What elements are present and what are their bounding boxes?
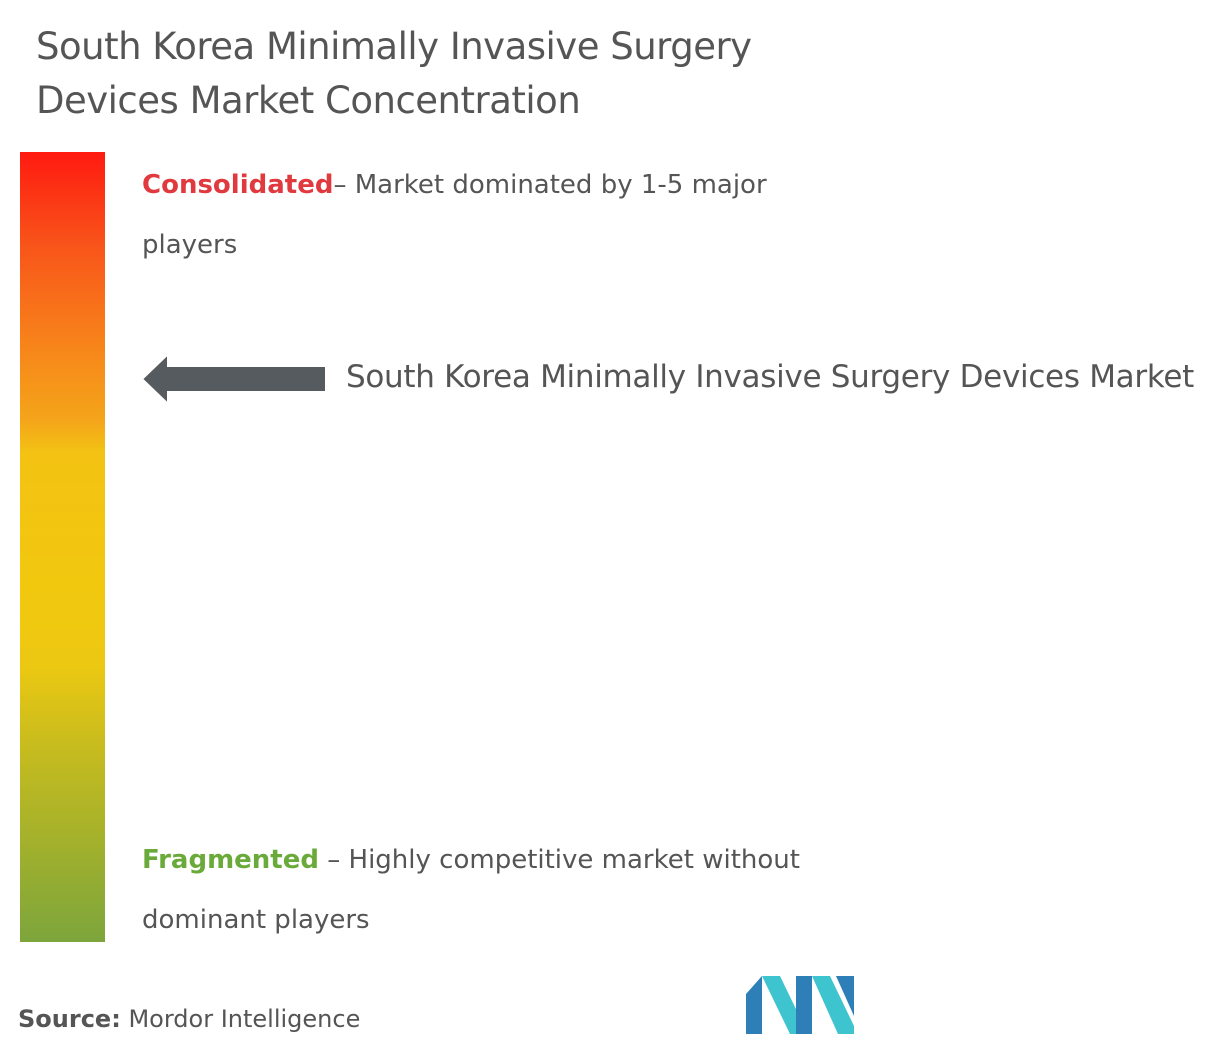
fragmented-text: – Highly competitive market without domi… bbox=[142, 845, 800, 935]
source-label: Source: bbox=[18, 1005, 121, 1033]
fragmented-keyword: Fragmented bbox=[142, 845, 319, 875]
logo-right-diagonal bbox=[812, 976, 854, 1034]
source-line: Source: Mordor Intelligence bbox=[18, 1001, 360, 1037]
logo-middle-bar bbox=[796, 976, 812, 1034]
logo-right-bar bbox=[836, 976, 854, 1016]
logo-left-bar bbox=[746, 976, 762, 1034]
consolidated-keyword: Consolidated bbox=[142, 170, 334, 200]
arrow-shape bbox=[140, 352, 327, 406]
concentration-gradient-bar bbox=[20, 152, 105, 942]
consolidated-description: Consolidated– Market dominated by 1-5 ma… bbox=[142, 155, 832, 275]
consolidated-text: – Market dominated by 1-5 major players bbox=[142, 170, 767, 260]
source-value: Mordor Intelligence bbox=[128, 1005, 361, 1033]
mordor-intelligence-logo-icon bbox=[746, 976, 854, 1034]
market-label: South Korea Minimally Invasive Surgery D… bbox=[346, 359, 1194, 395]
fragmented-description: Fragmented – Highly competitive market w… bbox=[142, 830, 832, 950]
market-pointer-arrow-icon bbox=[140, 352, 327, 406]
chart-title: South Korea Minimally Invasive Surgery D… bbox=[36, 25, 752, 122]
